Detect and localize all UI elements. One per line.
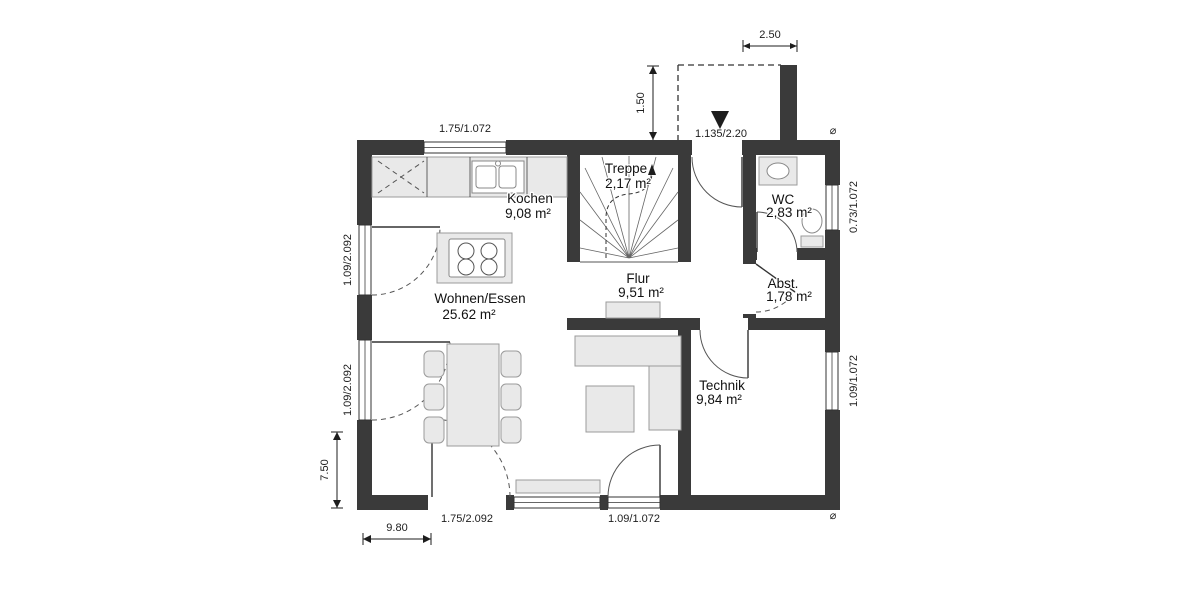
terrace-door [513, 479, 601, 509]
wc-door [756, 211, 798, 253]
kitchen-sink [471, 160, 525, 194]
furniture [371, 156, 824, 447]
level-marker-bottom-icon: ⌀ [830, 510, 837, 522]
dim-house-depth: 7.50 [319, 459, 331, 480]
kitchen-counter [371, 156, 568, 198]
dim-canopy-depth: 1.50 [635, 92, 647, 113]
room-label-wc: WC [772, 192, 795, 207]
room-label-kochen: Kochen [507, 191, 553, 206]
room-area-wc: 2,83 m² [766, 205, 812, 220]
room-area-treppe: 2,17 m² [605, 176, 651, 191]
room-area-abst: 1,78 m² [766, 289, 812, 304]
dim-bottom-window: 1.09/1.072 [608, 513, 660, 525]
canopy-pillar [780, 65, 797, 141]
room-label-wohnen: Wohnen/Essen [434, 291, 525, 306]
bottom-window [607, 496, 661, 509]
entrance-door [691, 156, 743, 208]
room-area-technik: 9,84 m² [696, 392, 742, 407]
dim-terrace-door: 1.75/2.092 [441, 513, 493, 525]
canopy-outline [677, 64, 797, 141]
dim-kitchen-window: 1.75/1.072 [439, 123, 491, 135]
wc-wall-left [743, 155, 756, 248]
french-door-upper [371, 226, 441, 296]
room-label-treppe: Treppe [605, 161, 647, 176]
kitchen-window [423, 141, 507, 154]
wc-window [825, 184, 839, 231]
dim-wc-window: 0.73/1.072 [848, 181, 860, 233]
room-label-technik: Technik [699, 378, 745, 393]
wc-vanity [758, 156, 798, 186]
left-window-lower [358, 339, 372, 421]
room-label-abst: Abst. [768, 276, 799, 291]
sideboard [574, 335, 682, 433]
stairs [579, 156, 679, 263]
dim-left-window-upper: 1.09/2.092 [342, 234, 354, 286]
bottom-right-door [607, 444, 661, 498]
hall-wall [567, 318, 700, 330]
level-marker-top-icon: ⌀ [830, 125, 837, 137]
doors [371, 156, 798, 498]
room-area-flur: 9,51 m² [618, 285, 664, 300]
dim-technik-window: 1.09/1.072 [848, 355, 860, 407]
entrance-arrow-icon [711, 111, 729, 129]
dim-entrance-door: 1.135/2.20 [695, 128, 747, 140]
dim-left-window-lower: 1.09/2.092 [342, 364, 354, 416]
dim-house-width: 9.80 [386, 522, 407, 534]
stair-wall-right [678, 155, 691, 262]
walls [357, 140, 840, 510]
windows [358, 141, 839, 509]
wc-toilet [800, 208, 824, 248]
cooking-island [436, 232, 513, 284]
left-window-upper [358, 224, 372, 296]
chairs [423, 350, 522, 444]
room-area-wohnen: 25.62 m² [442, 307, 496, 322]
dining-table [446, 343, 500, 447]
technik-window [825, 351, 839, 411]
technik-door [699, 329, 749, 379]
abst-door [755, 263, 796, 313]
hall-wardrobe [605, 301, 661, 319]
room-area-kochen: 9,08 m² [505, 206, 551, 221]
french-door-lower [371, 341, 451, 421]
dimensions: 2.50 1.50 1.75/1.072 1.135/2.20 0.73/1.0… [319, 29, 860, 545]
room-labels: Kochen 9,08 m² Treppe 2,17 m² WC 2,83 m²… [433, 160, 814, 409]
stair-direction-arrow-icon [648, 164, 656, 175]
stair-wall-left [567, 155, 580, 262]
room-label-flur: Flur [626, 271, 650, 286]
dim-canopy-width: 2.50 [759, 29, 780, 41]
